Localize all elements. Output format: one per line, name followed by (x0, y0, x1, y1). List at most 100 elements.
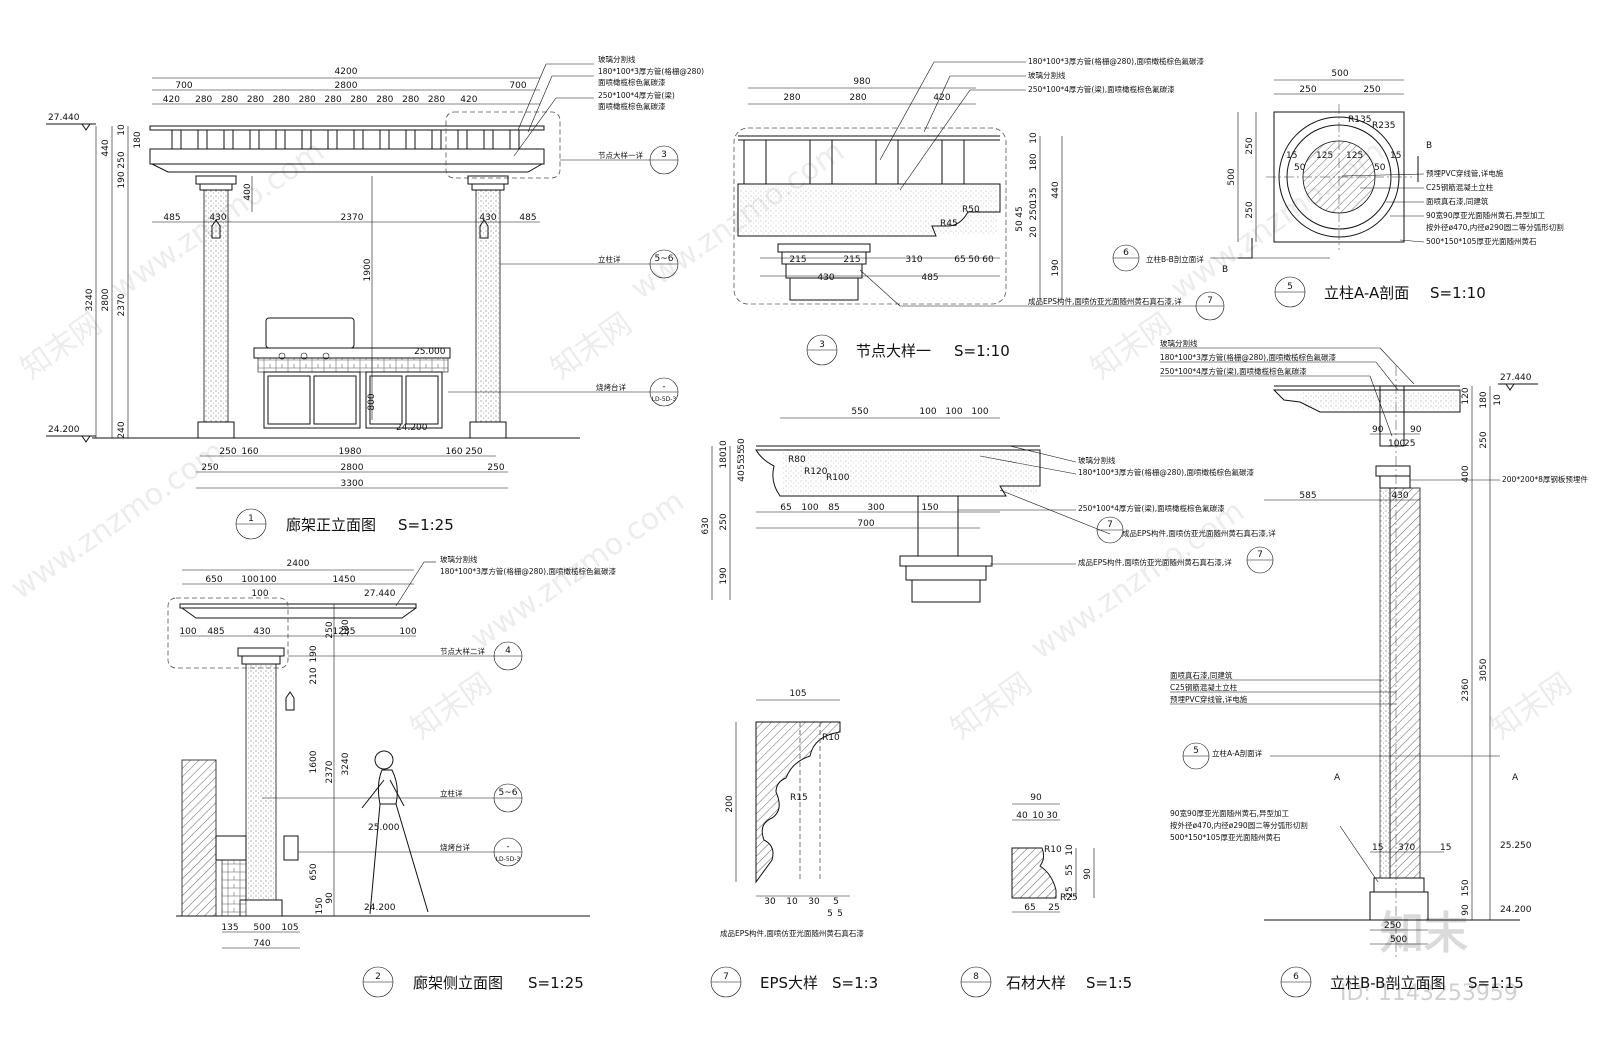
v6-ref-bb: 5 (1182, 742, 1210, 770)
v4-h10: 10 (719, 440, 729, 452)
grid-dim-8: 280 (350, 95, 367, 105)
v2-h150: 150 (315, 897, 325, 914)
dim-c250b: 250 (487, 463, 504, 473)
v8-r10: R10 (1044, 845, 1062, 855)
svg-text:石材大样: 石材大样 (1006, 974, 1066, 992)
v5-h500: 500 (1227, 168, 1237, 185)
dim-h440: 440 (101, 139, 111, 156)
grid-dim-12: 420 (460, 95, 477, 105)
v2-100c: 100 (251, 589, 268, 599)
v5-500: 500 (1331, 69, 1348, 79)
svg-text:廊架侧立面图: 廊架侧立面图 (413, 974, 503, 992)
dim-h10: 10 (117, 124, 127, 136)
v6-w90a: 90 (1372, 425, 1384, 435)
v6-w370: 370 (1398, 843, 1415, 853)
dim-430b: 430 (479, 213, 496, 223)
v5-h250b: 250 (1245, 201, 1255, 218)
watermark-cn-2: 知末网 (405, 666, 499, 746)
v4-h35: 35 (737, 448, 747, 459)
v2-100a: 100 (241, 575, 258, 585)
v4-550: 550 (851, 407, 868, 417)
grill-slat (457, 129, 468, 150)
v2-note-col: 立柱详 (440, 788, 463, 798)
v5-250a: 250 (1299, 85, 1316, 95)
svg-text:-: - (506, 842, 509, 852)
v7-b10a: 10 (786, 897, 798, 907)
v8-r25: R25 (1060, 893, 1078, 903)
v7-b5b: 5 (827, 909, 833, 919)
svg-text:6: 6 (1293, 972, 1299, 982)
v7-r15: R15 (790, 793, 808, 803)
v6-note-glass: 玻璃分割线 (1160, 338, 1198, 348)
v4-h180: 180 (719, 451, 729, 468)
svg-text:3: 3 (661, 150, 667, 160)
watermark-site-5: www.znzmo.com (1025, 494, 1251, 667)
svg-text:LD-5D-3: LD-5D-3 (496, 856, 521, 863)
watermark-cn-3: 知末网 (545, 306, 639, 386)
v6-note-stone90: 90宽90厚亚光面随州黄石,异型加工 (1170, 808, 1289, 818)
grill-slat (509, 129, 520, 150)
elev-bot: 24.200 (48, 425, 80, 435)
v5-s15b: 15 (1390, 151, 1401, 161)
note-beam-fin: 面喷橄榄棕色氟碳漆 (598, 101, 666, 111)
v4-r120: R120 (804, 467, 828, 477)
v3-note-glass: 玻璃分割线 (1028, 70, 1066, 80)
grill-slat (275, 129, 286, 150)
title-node-detail-1: 3 节点大样一 S=1:10 (806, 334, 1010, 366)
watermark-site-6: www.znzmo.com (1165, 134, 1391, 307)
v2-h3240: 3240 (341, 752, 351, 775)
v5-note-pvc: 预埋PVC穿线管,详电施 (1426, 168, 1504, 178)
dim-h3240: 3240 (85, 288, 95, 311)
v2-h210: 210 (309, 667, 319, 684)
svg-text:-: - (662, 382, 665, 392)
dim-h2370: 2370 (117, 293, 127, 316)
watermark-id: ID: 1143253959 (1340, 981, 1518, 1006)
dim-430a: 430 (209, 213, 226, 223)
v6-note-aa: 立柱A-A剖面详 (1212, 748, 1263, 758)
v2-note-node2: 节点大样二详 (440, 646, 485, 656)
v6-elev-top: 27.440 (1500, 373, 1532, 383)
v6-elev-bot: 24.200 (1500, 905, 1532, 915)
grill-slat (405, 129, 416, 150)
node-detail-2-view: 550 100 100 100 R80 R120 R100 65 100 85 … (701, 407, 1276, 603)
dim-700a: 700 (175, 81, 192, 91)
v6-cut-a1: A (1334, 773, 1341, 783)
v5-note-stone90-cut: 按外径ø470,内径ø290圆二等分弧形切割 (1426, 222, 1564, 232)
dim-2370: 2370 (341, 213, 364, 223)
dim-c250a: 250 (201, 463, 218, 473)
v4-150: 150 (921, 503, 938, 513)
v3-ref-eps: 7 (1195, 291, 1225, 321)
svg-text:5~6: 5~6 (655, 254, 674, 264)
v6-h2360: 2360 (1461, 678, 1471, 701)
svg-text:5: 5 (1193, 746, 1199, 756)
v5-s15a: 15 (1286, 151, 1297, 161)
v2-b105: 105 (281, 923, 298, 933)
grid-dim-1: 420 (163, 95, 180, 105)
v3-h440: 440 (1051, 181, 1061, 198)
ref-node1-circle: 3 (649, 145, 679, 175)
v4-h630: 630 (701, 517, 711, 534)
v4-note-pipe: 180*100*3厚方管(格栅@280),面喷橄榄棕色氟碳漆 (1078, 467, 1254, 477)
title-side-elevation: 2 廊架侧立面图 S=1:25 (362, 966, 584, 998)
v2-1450: 1450 (333, 575, 356, 585)
v6-h90: 90 (1461, 904, 1471, 916)
v2-h1600: 1600 (309, 750, 319, 773)
svg-text:3: 3 (819, 340, 825, 350)
v2-elev-bot: 24.200 (364, 903, 396, 913)
v6-w100: 100 (1388, 439, 1405, 449)
v6-w250: 250 (1384, 921, 1401, 931)
watermark-cn-4: 知末网 (945, 666, 1039, 746)
v6-h180: 180 (1479, 391, 1489, 408)
v3-h250: 250 (1029, 203, 1039, 220)
human-figure (361, 750, 429, 915)
v5-s50a: 50 (1294, 163, 1306, 173)
v4-r80: R80 (788, 455, 806, 465)
v2-430: 430 (253, 627, 270, 637)
grid-dim-6: 280 (299, 95, 316, 105)
grill-slat (301, 129, 312, 150)
note-pipe280-fin: 面喷橄榄棕色氟碳漆 (598, 77, 666, 87)
v3-h10: 10 (1029, 132, 1039, 144)
grill-slat (483, 129, 494, 150)
dim-b250b: 250 (465, 447, 482, 457)
v7-h200: 200 (725, 795, 735, 812)
